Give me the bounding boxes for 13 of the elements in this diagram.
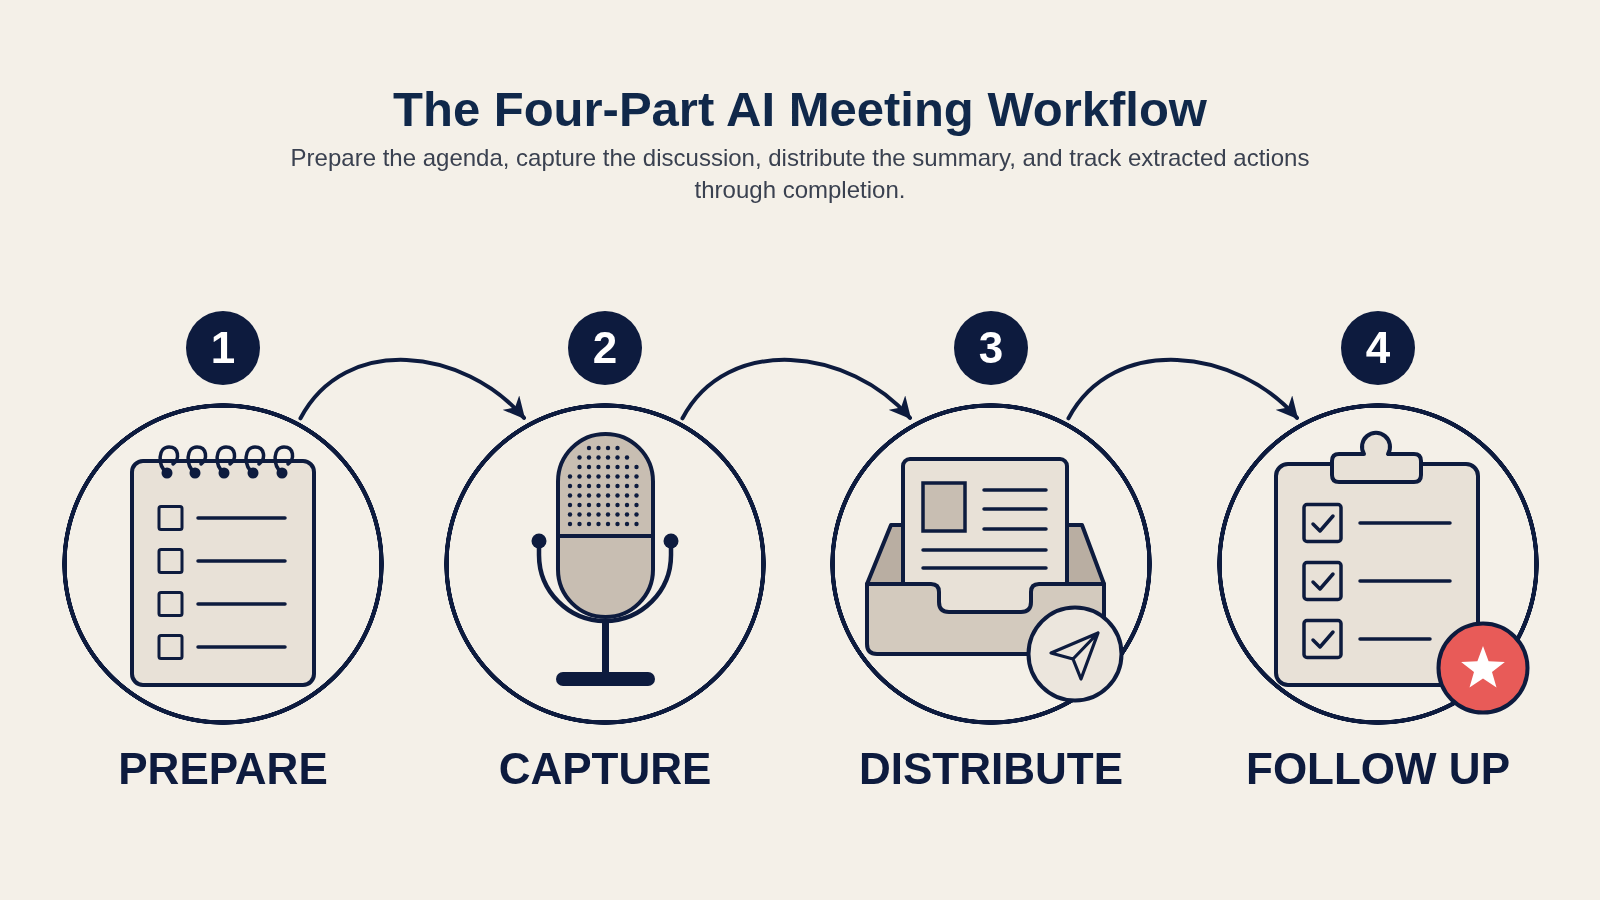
curved-arrow — [298, 358, 526, 421]
step-label: DISTRIBUTE — [859, 743, 1123, 795]
step-number-badge: 4 — [1341, 311, 1415, 385]
curved-arrow — [680, 358, 912, 421]
step-label: CAPTURE — [498, 743, 712, 795]
diagram-subtitle: Prepare the agenda, capture the discussion, distribute the summary, and track extracted actions through completion. — [289, 143, 1311, 205]
step-number-badge: 3 — [954, 311, 1028, 385]
diagram-title: The Four-Part AI Meeting Workflow — [393, 81, 1207, 137]
curved-arrow — [1066, 358, 1299, 421]
step-label: FOLLOW UP — [1246, 743, 1510, 795]
step-number-badge: 2 — [568, 311, 642, 385]
step-number-badge: 1 — [186, 311, 260, 385]
step-label: PREPARE — [118, 743, 328, 795]
